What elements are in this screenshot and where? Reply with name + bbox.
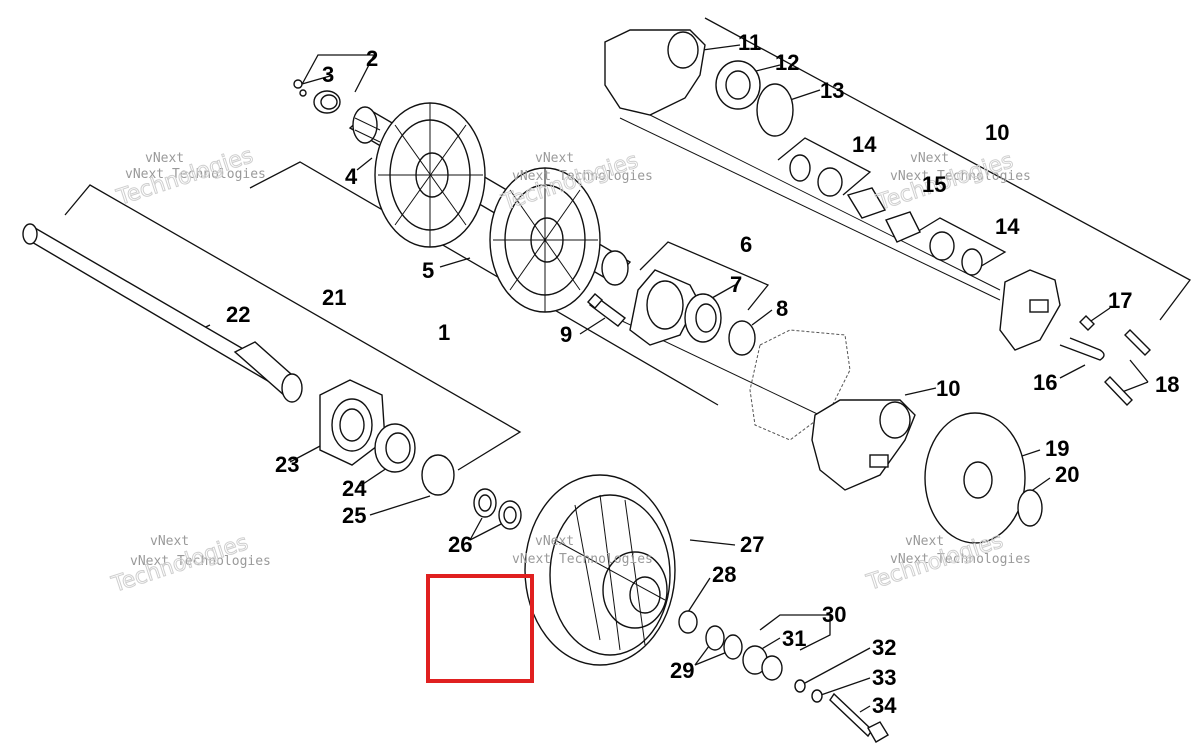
part-15-brake-pads [846, 187, 921, 243]
callout-23: 23 [275, 452, 299, 477]
callout-10-lower: 10 [936, 376, 960, 401]
watermark-5-line2: vNext Technologies [512, 552, 653, 567]
callout-18: 18 [1155, 372, 1179, 397]
callout-26: 26 [448, 532, 472, 557]
callout-29: 29 [670, 658, 694, 683]
watermark-1-line2: vNext Technologies [125, 167, 266, 182]
part-7-seal [684, 293, 722, 343]
watermark-6-line1: vNext [905, 534, 944, 549]
part-32-washer [794, 679, 806, 693]
watermark-2-line2: vNext Technologies [512, 169, 653, 184]
part-10-caliper-right [999, 269, 1061, 351]
callout-17: 17 [1108, 288, 1132, 313]
callout-11: 11 [738, 30, 761, 55]
callout-25: 25 [342, 503, 366, 528]
callout-31: 31 [782, 626, 806, 651]
callout-7: 7 [730, 272, 742, 297]
callout-30: 30 [822, 602, 846, 627]
part-19-brake-disc [924, 412, 1026, 544]
callout-15: 15 [922, 172, 946, 197]
callout-9: 9 [560, 322, 572, 347]
part-16-spring-clip [1059, 337, 1105, 361]
part-2-cap [313, 90, 341, 114]
part-18-bolts [1104, 329, 1151, 407]
callout-4: 4 [345, 164, 358, 189]
part-12-bearing [715, 60, 761, 110]
callout-24: 24 [342, 476, 367, 501]
part-22-driven-shaft [22, 223, 303, 403]
watermark-3-line2: vNext Technologies [890, 169, 1031, 184]
part-8-ring [728, 320, 756, 356]
part-34-bolt [829, 692, 889, 743]
watermark-3-line1: vNext [910, 151, 949, 166]
watermark-2-line1: vNext [535, 151, 574, 166]
part-20-ring [1017, 489, 1043, 527]
part-23-flange [319, 379, 386, 466]
watermark-4-line2: vNext Technologies [130, 554, 271, 569]
callout-10-upper: 10 [985, 120, 1009, 145]
part-31-retainer [742, 645, 783, 681]
part-3-clip [293, 79, 307, 97]
part-17-pin [1079, 315, 1095, 331]
callout-14-lower: 14 [995, 214, 1020, 239]
part-25-ring [421, 454, 455, 496]
callout-6: 6 [740, 232, 752, 257]
callout-28: 28 [712, 562, 736, 587]
callout-14-upper: 14 [852, 132, 877, 157]
part-5-drive-shaft-sprockets [348, 102, 632, 313]
part-27-driven-clutch [524, 474, 676, 666]
callout-1: 1 [438, 320, 450, 345]
brake-plate-outline [749, 329, 851, 441]
watermark-1-line1: vNext [145, 151, 184, 166]
watermark-4-line1: vNext [150, 534, 189, 549]
callout-12: 12 [775, 50, 799, 75]
part-6-bearing-plate [629, 269, 699, 346]
part-26-washers [473, 488, 522, 530]
callout-20: 20 [1055, 462, 1079, 487]
highlight-box [426, 574, 534, 683]
callout-5: 5 [422, 258, 434, 283]
part-11-caliper-upper [604, 29, 706, 116]
part-28-ring [678, 610, 698, 634]
part-29-washers [705, 625, 743, 660]
callout-8: 8 [776, 296, 788, 321]
callout-16: 16 [1033, 370, 1057, 395]
part-14-bushing [789, 154, 983, 276]
callout-3: 3 [322, 62, 334, 87]
part-13-ring [756, 83, 794, 137]
part-10-caliper-lower [811, 399, 916, 491]
callout-33: 33 [872, 665, 896, 690]
callout-13: 13 [820, 78, 844, 103]
part-33-washer [811, 689, 823, 703]
callout-27: 27 [740, 532, 764, 557]
callout-21: 21 [322, 285, 346, 310]
callout-22: 22 [226, 302, 250, 327]
callout-numbers: 2 3 4 5 1 21 22 23 24 25 26 6 7 8 9 11 1… [226, 30, 1179, 718]
callout-32: 32 [872, 635, 896, 660]
part-24-bearing [374, 423, 416, 473]
callout-2: 2 [366, 46, 378, 71]
watermark-6-line2: vNext Technologies [890, 552, 1031, 567]
callout-19: 19 [1045, 436, 1069, 461]
part-9-bolt [587, 293, 627, 327]
watermark-5-line1: vNext [535, 534, 574, 549]
callout-34: 34 [872, 693, 897, 718]
